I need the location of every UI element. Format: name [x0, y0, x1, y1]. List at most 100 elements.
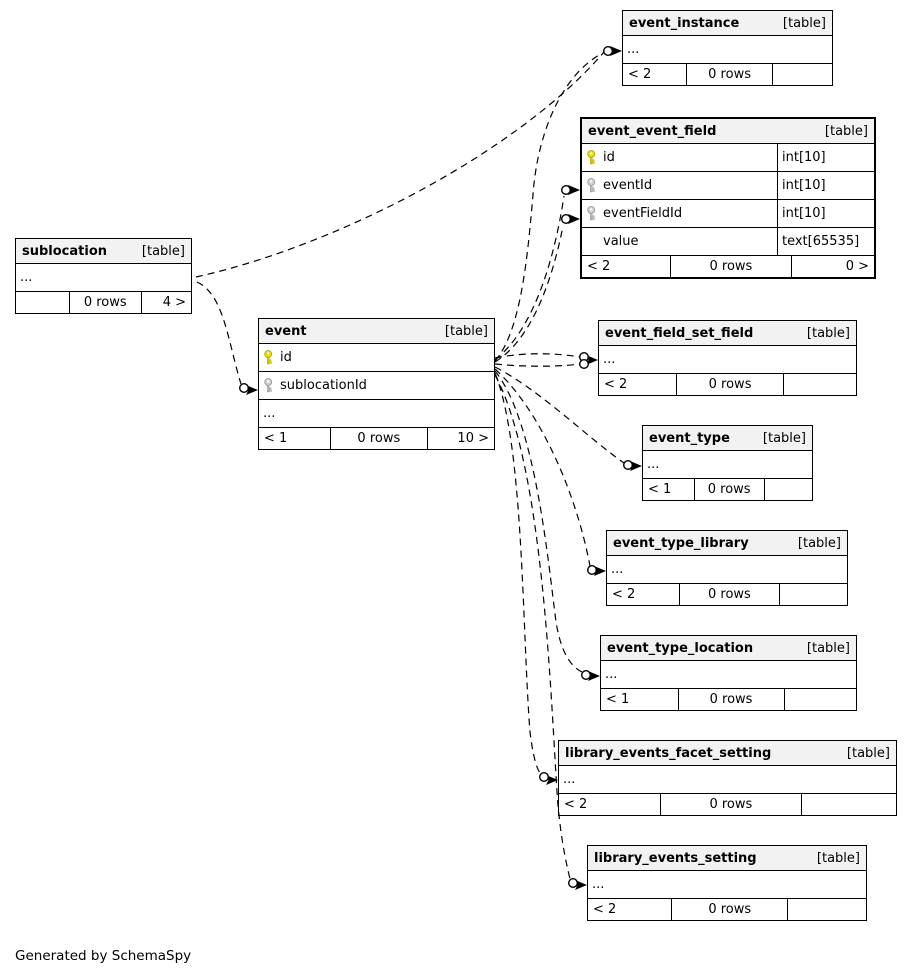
table-footer: 0 rows 4 > [16, 291, 191, 313]
column-row-more: ... [601, 661, 856, 688]
column-main: id [582, 144, 777, 171]
table-tag: [table] [797, 536, 841, 551]
footer-children-count [765, 479, 812, 500]
footer-children-count: 0 > [845, 259, 869, 274]
table-footer: < 2 0 rows [588, 898, 866, 920]
column-row-more: ... [259, 399, 494, 427]
table-name: event_type_location [607, 641, 754, 656]
footer-rows-count: 0 rows [676, 374, 785, 395]
footer-parents-count: < 2 [587, 259, 611, 274]
relationship-line-sublocation-to-event.sublocationId [196, 281, 242, 385]
zero-many-circle-connector-icon [579, 359, 590, 370]
column-main: ... [643, 451, 812, 478]
table-header: event_instance[table] [623, 11, 832, 36]
zero-many-circle-connector-icon [603, 46, 614, 57]
zero-many-circle-connector-icon [587, 565, 598, 576]
footer-children-count: 10 > [457, 431, 489, 446]
column-row-more: ... [607, 556, 847, 583]
arrowhead-connector-icon [630, 461, 642, 471]
column-main: ... [16, 264, 191, 291]
table-header: sublocation[table] [16, 239, 191, 264]
table-header: event[table] [259, 319, 494, 344]
column-name: ... [605, 667, 618, 682]
relationship-line-event-to-library_events_facet_setting [494, 372, 541, 774]
column-name: ... [563, 772, 576, 787]
table-footer: < 2 0 rows [599, 373, 856, 395]
table-name: library_events_setting [594, 851, 757, 866]
zero-many-circle-connector-icon [623, 460, 634, 471]
footer-children-count: 4 > [162, 295, 186, 310]
column-type: int[10] [777, 200, 874, 227]
table-tag: [table] [782, 16, 826, 31]
footer-parents-count: < 2 [604, 377, 628, 392]
footer-parents-count: < 2 [593, 902, 617, 917]
column-main: ... [601, 661, 856, 688]
footer-parents-count [16, 292, 69, 313]
column-main: eventId [582, 172, 777, 199]
footer-children-count [788, 899, 866, 920]
column-row-more: ... [16, 264, 191, 291]
footer-children-count [780, 584, 847, 605]
column-row-sublocationId: sublocationId [259, 371, 494, 399]
zero-many-circle-connector-icon [561, 184, 572, 195]
relationship-line-event-to-event_field_set_field [494, 363, 581, 367]
column-name: ... [592, 877, 605, 892]
footer-rows-count: 0 rows [329, 428, 429, 449]
table-header: library_events_setting [table] [588, 846, 866, 871]
column-name: value [603, 234, 639, 249]
column-name: sublocationId [280, 378, 367, 393]
generated-by-note: Generated by SchemaSpy [15, 948, 192, 964]
arrowhead-connector-icon [594, 566, 606, 576]
column-main: ... [599, 346, 856, 373]
column-row-id: id [259, 344, 494, 371]
footer-parents-count: < 1 [648, 482, 672, 497]
relationship-line-event-to-event_event_field.eventId [494, 195, 565, 361]
column-name: ... [611, 562, 624, 577]
table-name: event [265, 324, 307, 339]
column-row-more: ... [599, 346, 856, 373]
arrowhead-connector-icon [586, 355, 598, 365]
table-tag: [table] [141, 244, 185, 259]
footer-rows-count: 0 rows [660, 794, 802, 815]
table-node-sublocation[interactable]: sublocation[table]... 0 rows 4 > [15, 238, 192, 314]
footer-rows-count: 0 rows [685, 64, 774, 85]
zero-many-circle-connector-icon [579, 352, 590, 363]
column-name: ... [263, 406, 276, 421]
column-main: ... [623, 36, 832, 63]
footer-parents-count: < 1 [606, 692, 630, 707]
table-node-event_field_set_field[interactable]: event_field_set_field [table]... < 2 0 rows [598, 320, 857, 396]
table-tag: [table] [816, 851, 860, 866]
arrowhead-connector-icon [568, 214, 580, 224]
foreign-key-icon [263, 378, 275, 393]
column-name: ... [647, 457, 660, 472]
footer-parents-count: < 2 [564, 797, 588, 812]
table-node-library_events_facet_setting[interactable]: library_events_facet_setting[table]...< … [558, 740, 897, 816]
table-tag: [table] [806, 326, 850, 341]
column-type: int[10] [777, 172, 874, 199]
footer-rows-count: 0 rows [68, 292, 142, 313]
column-row-more: ... [623, 36, 832, 63]
table-header: event_field_set_field [table] [599, 321, 856, 346]
table-name: event_field_set_field [605, 326, 754, 341]
arrowhead-connector-icon [246, 385, 258, 395]
column-main: ... [559, 766, 896, 793]
table-name: library_events_facet_setting [565, 746, 772, 761]
table-node-library_events_setting[interactable]: library_events_setting [table]... < 2 0 row… [587, 845, 867, 921]
footer-rows-count: 0 rows [671, 899, 789, 920]
table-header: event_event_field[table] [582, 119, 874, 144]
relationship-line-sublocation-to-event_instance [195, 51, 605, 278]
arrowhead-connector-icon [610, 46, 622, 56]
